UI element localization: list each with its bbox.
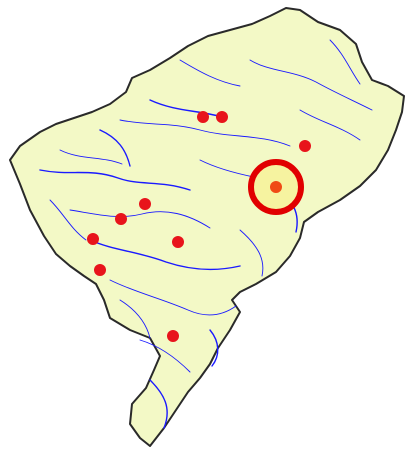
region-shape — [9, 7, 405, 447]
river-line — [249, 59, 373, 111]
location-marker[interactable] — [172, 236, 184, 248]
river-line — [179, 59, 241, 87]
location-marker[interactable] — [94, 264, 106, 276]
river-line — [119, 299, 151, 339]
river-line — [209, 329, 219, 367]
river-line — [119, 119, 291, 147]
river-line — [39, 169, 191, 191]
river-line — [59, 149, 123, 165]
river-line — [299, 109, 361, 141]
river-line — [89, 239, 241, 271]
highlight-point[interactable] — [270, 181, 282, 193]
river-line — [109, 279, 237, 316]
marker-layer — [87, 111, 311, 342]
river-line — [239, 229, 264, 277]
location-marker[interactable] — [115, 213, 127, 225]
highlight-marker[interactable] — [248, 159, 304, 215]
river-line — [69, 209, 211, 229]
location-marker[interactable] — [87, 233, 99, 245]
location-marker[interactable] — [197, 111, 209, 123]
location-marker[interactable] — [299, 140, 311, 152]
location-marker[interactable] — [216, 111, 228, 123]
location-marker[interactable] — [167, 330, 179, 342]
river-line — [149, 379, 168, 429]
river-line — [99, 129, 131, 167]
river-line — [139, 339, 191, 373]
location-marker[interactable] — [139, 198, 151, 210]
river-line — [329, 39, 361, 85]
highlight-ring — [248, 159, 304, 215]
river-line — [49, 199, 87, 241]
